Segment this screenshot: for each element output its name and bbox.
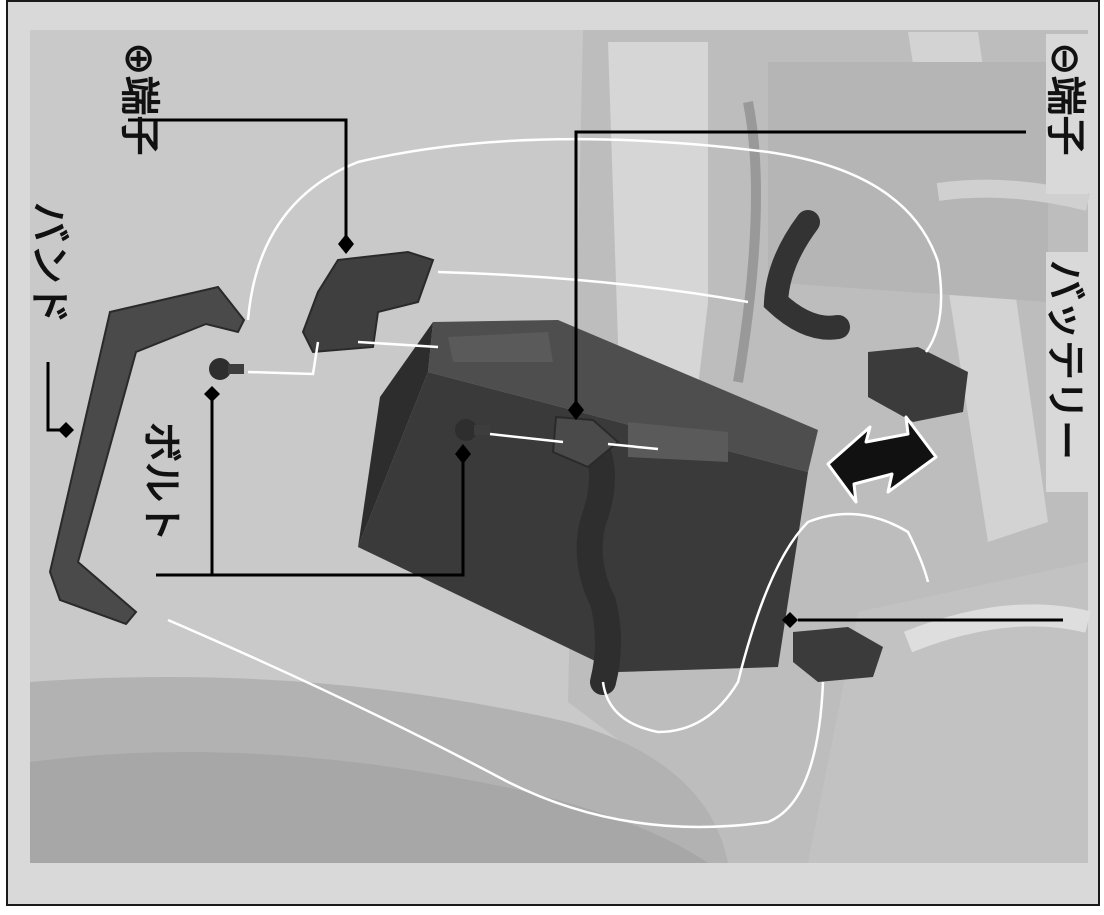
battery-label-bg (1046, 252, 1088, 492)
minus-terminal-label: ⊖端子 (1042, 42, 1088, 156)
rear-cable (763, 210, 850, 340)
assembly-guide-lines (167, 137, 943, 829)
battery-holder-lower (793, 627, 883, 682)
double-arrow-icon (826, 415, 938, 504)
bolt-label: ボルト (138, 422, 184, 542)
motorcycle-photo-background (30, 30, 1091, 863)
illustration-frame: ⊕端子 ⊖端子 バンド バッテリー ボルト (6, 0, 1100, 906)
battery-removal-diagram: ⊕端子 ⊖端子 バンド バッテリー ボルト (26, 30, 1091, 863)
negative-terminal-cable (576, 439, 621, 695)
battery-body (358, 320, 818, 672)
callout-diamonds (58, 234, 798, 628)
minus-label-bg (1046, 34, 1088, 194)
bolt-icon (455, 419, 490, 441)
bolt-icon (209, 358, 244, 380)
negative-terminal-plate (551, 415, 620, 469)
positive-terminal-cover (301, 250, 435, 354)
battery-holder-upper (868, 347, 968, 422)
plus-terminal-label: ⊕端子 (116, 42, 162, 156)
band-label: バンド (26, 202, 72, 324)
battery-label: バッテリー (1042, 260, 1088, 460)
band-bracket (48, 285, 246, 626)
